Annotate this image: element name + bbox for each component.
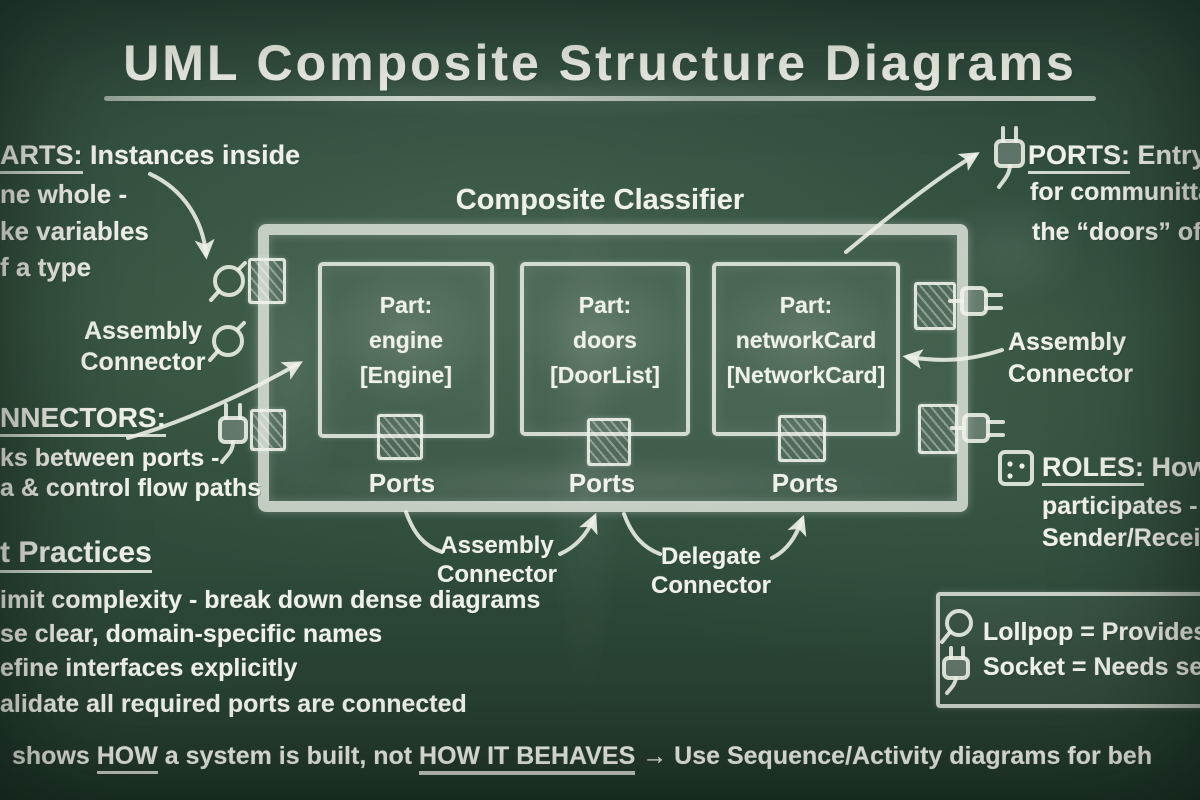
legend-box [936,592,1200,708]
footer-how: HOW [96,742,158,774]
ports-heading-rest: Entry/ [1137,140,1200,170]
roles-note-line3: Sender/Receiv [1042,524,1200,552]
ports-label-engine: Ports [368,468,436,498]
ports-note-line1: PORTS: Entry/ [1028,140,1200,174]
delegate-connector-label: Delegate Connector [636,542,786,600]
part-doors-text: Part: doors [DoorList] [524,288,686,393]
connectors-line2: a & control flow paths [0,474,262,502]
roles-note-line1: ROLES: How [1042,452,1200,486]
practice-item-1: imit complexity - break down dense diagr… [0,586,541,614]
page-title: UML Composite Structure Diagrams [123,35,1077,91]
parts-heading: ARTS: [0,140,83,174]
footer-note: shows HOW a system is built, not HOW IT … [12,742,1153,775]
footer-behaves: HOW IT BEHAVES [419,742,636,775]
connectors-line1: ks between ports - [0,444,220,472]
port-square-engine [377,414,423,460]
connectors-heading-line: NNECTORS: [0,402,166,437]
roles-heading: ROLES: [1042,452,1145,486]
part-box-networkcard: Part: networkCard [NetworkCard] [712,262,900,436]
socket-plug-icon-left [218,403,248,464]
assembly-connector-right-line2: Connector [1008,360,1133,388]
port-square-networkcard [778,415,826,462]
ports-label-doors: Ports [568,468,636,498]
connectors-heading: NNECTORS: [0,402,166,437]
practice-item-2: se clear, domain-specific names [0,620,383,648]
practice-item-4: alidate all required ports are connected [0,690,467,718]
port-square-left-top [248,258,286,304]
practices-heading: t Practices [0,536,152,573]
part-networkcard-name: networkCard [735,327,877,353]
footer-mid: a system is built, not [157,742,420,770]
assembly-connector-left-line2: Connector [80,348,206,376]
parts-note-line4: f a type [0,252,92,282]
practice-item-3: efine interfaces explicitly [0,654,298,682]
port-square-left-bottom [250,409,286,451]
delegate-connector-line2: Connector [651,572,771,599]
assembly-connector-bottom-label: Assembly Connector [422,531,572,589]
ports-note-line2: for communitta [1030,178,1200,206]
part-networkcard-type: [NetworkCard] [726,362,886,388]
ports-note-line3: the “doors” of [1032,218,1200,246]
part-box-doors: Part: doors [DoorList] [520,262,690,436]
assembly-connector-left-line1: Assembly [83,317,203,345]
parts-note-line1: ARTS: Instances inside [0,140,301,174]
part-doors-name: doors [573,327,637,353]
port-square-right-bottom [918,404,958,454]
assembly-connector-right-label: Assembly Connector [1008,326,1133,390]
composite-classifier-title: Composite Classifier [455,184,745,216]
legend-lollipop-text: Lollpop = Provides s [983,618,1200,646]
legend-socket-text: Socket = Needs ser [983,653,1200,681]
part-engine-label: Part: [379,292,433,318]
parts-heading-rest: Instances inside [82,140,301,170]
socket-plug-icon-ports-note [994,126,1025,189]
footer-arrow-glyph: → [635,742,675,770]
port-square-doors [587,418,631,466]
part-engine-text: Part: engine [Engine] [322,288,490,393]
assembly-connector-left-label: Assembly Connector [78,316,208,378]
port-square-right-top [914,282,956,330]
roles-heading-rest: How [1151,452,1200,482]
part-networkcard-text: Part: networkCard [NetworkCard] [716,288,896,393]
delegate-connector-line1: Delegate [660,543,762,570]
part-box-engine: Part: engine [Engine] [318,262,494,438]
part-networkcard-label: Part: [779,292,833,318]
footer-pre: shows [12,742,97,770]
part-doors-label: Part: [578,292,632,318]
arrow-parts-to-lollipop [148,172,215,260]
ports-heading: PORTS: [1028,140,1131,174]
footer-post: Use Sequence/Activity diagrams for beh [674,742,1153,770]
practices-heading-line: t Practices [0,536,152,573]
assembly-connector-bottom-line1: Assembly [440,532,554,559]
lollipop-icon-top [209,261,247,302]
part-doors-type: [DoorList] [550,362,660,388]
part-engine-type: [Engine] [360,362,452,388]
lollipop-icon-middle [208,321,246,362]
ports-label-networkcard: Ports [771,468,839,498]
parts-note-line3: ke variables [0,216,149,246]
assembly-connector-right-line1: Assembly [1008,328,1127,356]
roles-icon [998,450,1034,486]
assembly-connector-bottom-line2: Connector [437,561,557,588]
parts-note-line2: ne whole - [0,179,128,209]
roles-note-line2: participates - [1042,492,1198,520]
title-underline [104,96,1096,101]
part-engine-name: engine [368,327,444,353]
